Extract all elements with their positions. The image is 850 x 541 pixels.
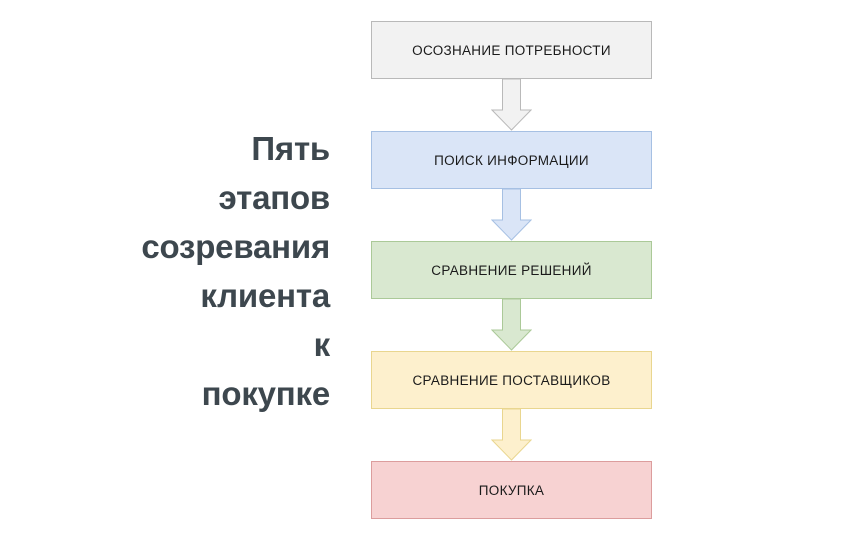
flow-node-step-5[interactable]: ПОКУПКА <box>371 461 652 519</box>
flow-node-label: СРАВНЕНИЕ ПОСТАВЩИКОВ <box>412 372 611 388</box>
connector-arrow-1-2 <box>491 79 532 131</box>
flow-node-label: ОСОЗНАНИЕ ПОТРЕБНОСТИ <box>412 42 611 58</box>
down-arrow-icon <box>491 409 532 461</box>
flow-node-step-3[interactable]: СРАВНЕНИЕ РЕШЕНИЙ <box>371 241 652 299</box>
connector-arrow-4-5 <box>491 409 532 461</box>
down-arrow-icon <box>491 299 532 351</box>
flow-node-label: ПОКУПКА <box>478 482 545 498</box>
connector-arrow-2-3 <box>491 189 532 241</box>
process-flow: ОСОЗНАНИЕ ПОТРЕБНОСТИ ПОИСК ИНФОРМАЦИИ <box>371 21 652 519</box>
flow-node-step-1[interactable]: ОСОЗНАНИЕ ПОТРЕБНОСТИ <box>371 21 652 79</box>
down-arrow-icon <box>491 79 532 131</box>
connector-arrow-3-4 <box>491 299 532 351</box>
flow-node-label: СРАВНЕНИЕ РЕШЕНИЙ <box>431 262 592 278</box>
flow-node-step-4[interactable]: СРАВНЕНИЕ ПОСТАВЩИКОВ <box>371 351 652 409</box>
flow-node-step-2[interactable]: ПОИСК ИНФОРМАЦИИ <box>371 131 652 189</box>
down-arrow-icon <box>491 189 532 241</box>
page-title: Пять этапов созревания клиента к покупке <box>141 130 330 412</box>
flow-node-label: ПОИСК ИНФОРМАЦИИ <box>434 152 589 168</box>
